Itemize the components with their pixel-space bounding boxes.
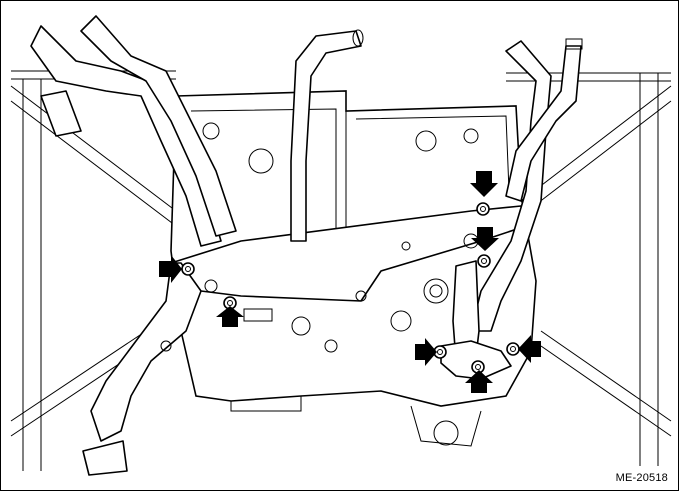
bolt-7 <box>506 342 520 356</box>
bypass-hose-upper <box>290 29 364 242</box>
bolt-3 <box>476 202 490 216</box>
callout-arrow <box>216 306 244 327</box>
bolt-1 <box>181 262 195 276</box>
callout-arrow <box>415 338 437 366</box>
radiator-hose-upper-left <box>30 15 237 247</box>
coolant-pipe-lower-left <box>82 262 202 476</box>
callout-arrow <box>159 255 182 283</box>
callout-arrow <box>465 370 493 393</box>
figure-id-label: ME-20518 <box>615 472 668 484</box>
callout-arrow <box>470 171 498 197</box>
coolant-pipe-lower-right <box>440 260 512 380</box>
callout-arrow <box>471 227 499 251</box>
callout-arrows <box>159 171 541 393</box>
callout-arrow <box>518 335 541 363</box>
radiator-hose-right <box>470 38 583 332</box>
bolt-4 <box>477 254 491 268</box>
